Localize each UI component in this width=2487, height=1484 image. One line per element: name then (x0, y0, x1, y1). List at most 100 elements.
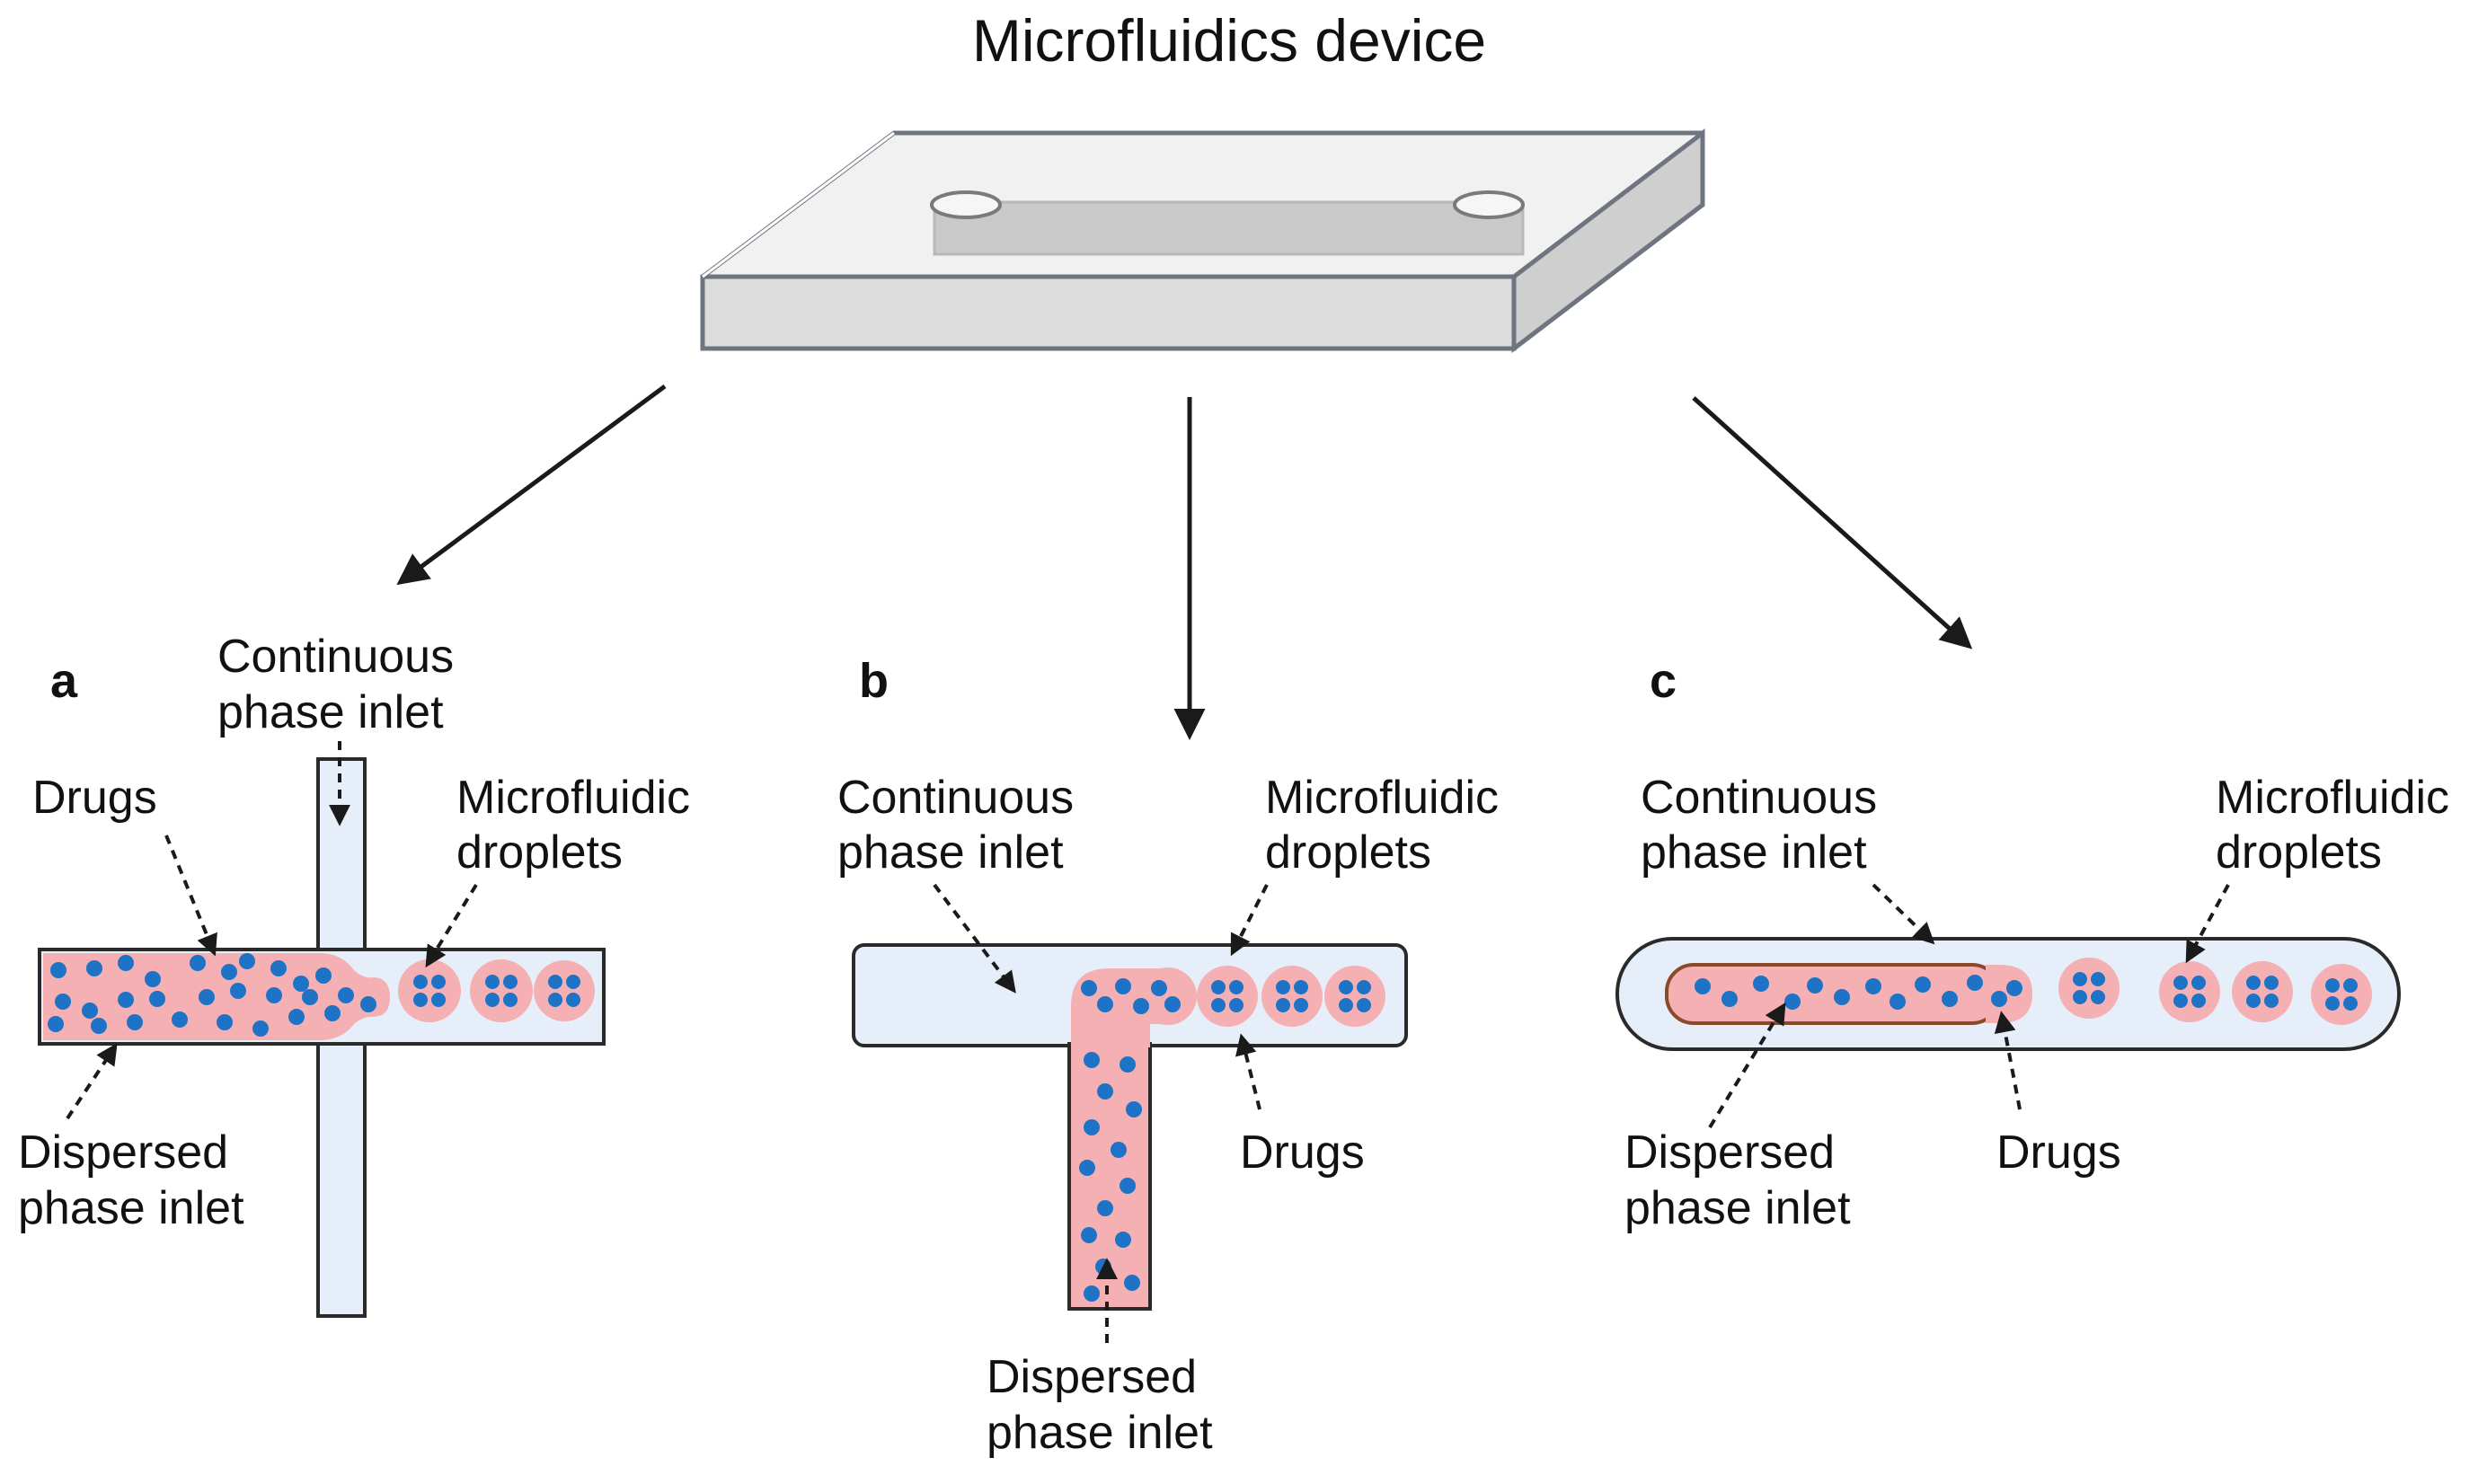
drug-dot (48, 1016, 64, 1032)
drug-dot (145, 971, 161, 987)
drug-dot (548, 975, 562, 989)
device-channel (933, 200, 1525, 256)
panel-a-dispersed-pointer (66, 1042, 118, 1120)
drug-dot (82, 1003, 98, 1019)
panel-b-droplets-pointer (1230, 884, 1269, 957)
drug-dot (2343, 978, 2358, 993)
drug-dot (190, 955, 206, 971)
drug-dot (118, 992, 134, 1008)
drug-dot (55, 994, 71, 1010)
drug-dot (1276, 998, 1290, 1012)
drug-dot (1111, 1142, 1127, 1158)
drug-dot (1115, 1232, 1131, 1248)
drug-dot (1164, 996, 1181, 1012)
drug-dot (1276, 980, 1290, 994)
panel-b-continuous-label-line1: Continuous (837, 772, 1074, 824)
panel-b-droplets-label-line1: Microfluidic (1265, 772, 1499, 824)
drug-dot (293, 976, 309, 992)
drug-dot (221, 964, 237, 980)
panel-b-drugs-pointer (1235, 1033, 1261, 1110)
drug-dot (252, 1020, 269, 1037)
panel-c-droplets-pointer (2185, 884, 2230, 964)
drug-dot (1890, 994, 1906, 1010)
panel-b-droplet (1197, 966, 1258, 1027)
drug-dot (1097, 1083, 1113, 1100)
drug-dot (1229, 980, 1244, 994)
drug-dot (1079, 1160, 1095, 1176)
drug-dot (566, 975, 580, 989)
drug-dot (1834, 989, 1850, 1005)
panel-b-continuous-label-line2: phase inlet (837, 826, 1064, 879)
drug-dot (1081, 1227, 1097, 1243)
drug-dot (1097, 996, 1113, 1012)
panel-c-continuous-label-line1: Continuous (1641, 772, 1877, 824)
panel-a-droplet (470, 959, 533, 1022)
panel-a-continuous-label-line1: Continuous (217, 631, 454, 683)
panel-a-droplet-dots (413, 975, 580, 1007)
panel-b-drug-dots (1079, 978, 1371, 1302)
drug-dot (1357, 998, 1371, 1012)
drug-dot (1120, 1178, 1136, 1194)
arrow-to-panel-c (1692, 396, 1973, 649)
drug-dot (503, 993, 518, 1007)
panel-c-droplets-label-line2: droplets (2216, 826, 2382, 879)
panel-a-droplet (534, 960, 595, 1021)
drug-dot (1339, 980, 1353, 994)
drug-dot (50, 962, 66, 978)
drug-dot (2191, 976, 2206, 990)
drug-dot (1097, 1200, 1113, 1216)
drug-dot (2073, 972, 2087, 986)
device-edge-highlight (702, 131, 895, 278)
drug-dot (360, 996, 376, 1012)
panel-c-drugs-label: Drugs (1996, 1126, 2121, 1179)
device-slab (700, 128, 1705, 354)
panel-b-continuous-pointer (933, 883, 1016, 994)
panel-a-continuous-label-line2: phase inlet (217, 686, 444, 738)
drug-dot (431, 975, 446, 989)
drug-dot (1084, 1052, 1100, 1068)
drug-dot (1695, 978, 1711, 994)
drug-dot (217, 1014, 233, 1030)
drug-dot (2091, 990, 2105, 1004)
panel-a-letter: a (50, 654, 78, 708)
drug-dot (288, 1009, 305, 1025)
drug-dot (2325, 996, 2340, 1011)
drug-dot (172, 1011, 188, 1028)
drug-dot (413, 975, 428, 989)
drug-dot (2343, 996, 2358, 1011)
panel-c: c Continuous phase inlet Microfluidic dr… (1615, 654, 2449, 1234)
drug-dot (1357, 980, 1371, 994)
drug-dot (1095, 1259, 1111, 1275)
drug-dot (1211, 998, 1226, 1012)
panel-a-droplet (398, 959, 461, 1022)
drug-dot (2264, 976, 2279, 990)
drug-dot (315, 967, 332, 984)
drug-dot (1084, 1119, 1100, 1135)
panel-b-dispersed-label-line1: Dispersed (987, 1351, 1197, 1403)
drug-dot (2173, 994, 2188, 1008)
panel-c-continuous-label-line2: phase inlet (1641, 826, 1867, 879)
drug-dot (485, 993, 500, 1007)
panel-c-droplet (2311, 964, 2372, 1025)
drug-dot (1084, 1285, 1100, 1302)
panel-a-dispersed-label-line1: Dispersed (18, 1126, 228, 1179)
drug-dot (2325, 978, 2340, 993)
drug-dot (413, 993, 428, 1007)
panel-b-letter: b (859, 654, 889, 708)
drug-dot (1211, 980, 1226, 994)
drug-dot (1133, 998, 1149, 1014)
panel-a-drug-dots (48, 953, 376, 1037)
device-side-face (1511, 128, 1705, 354)
panel-b-droplet (1324, 966, 1385, 1027)
drug-dot (91, 1018, 107, 1034)
drug-dot (485, 975, 500, 989)
drug-dot (230, 983, 246, 999)
drug-dot (1229, 998, 1244, 1012)
device-inlet-hole-left (930, 190, 1002, 219)
device-front-face (700, 274, 1517, 351)
drug-dot (503, 975, 518, 989)
drug-dot (1126, 1101, 1142, 1117)
drug-dot (270, 960, 287, 976)
panel-a: a Continuous phase inlet Drugs Microflui… (18, 631, 690, 1318)
drug-dot (149, 991, 165, 1007)
